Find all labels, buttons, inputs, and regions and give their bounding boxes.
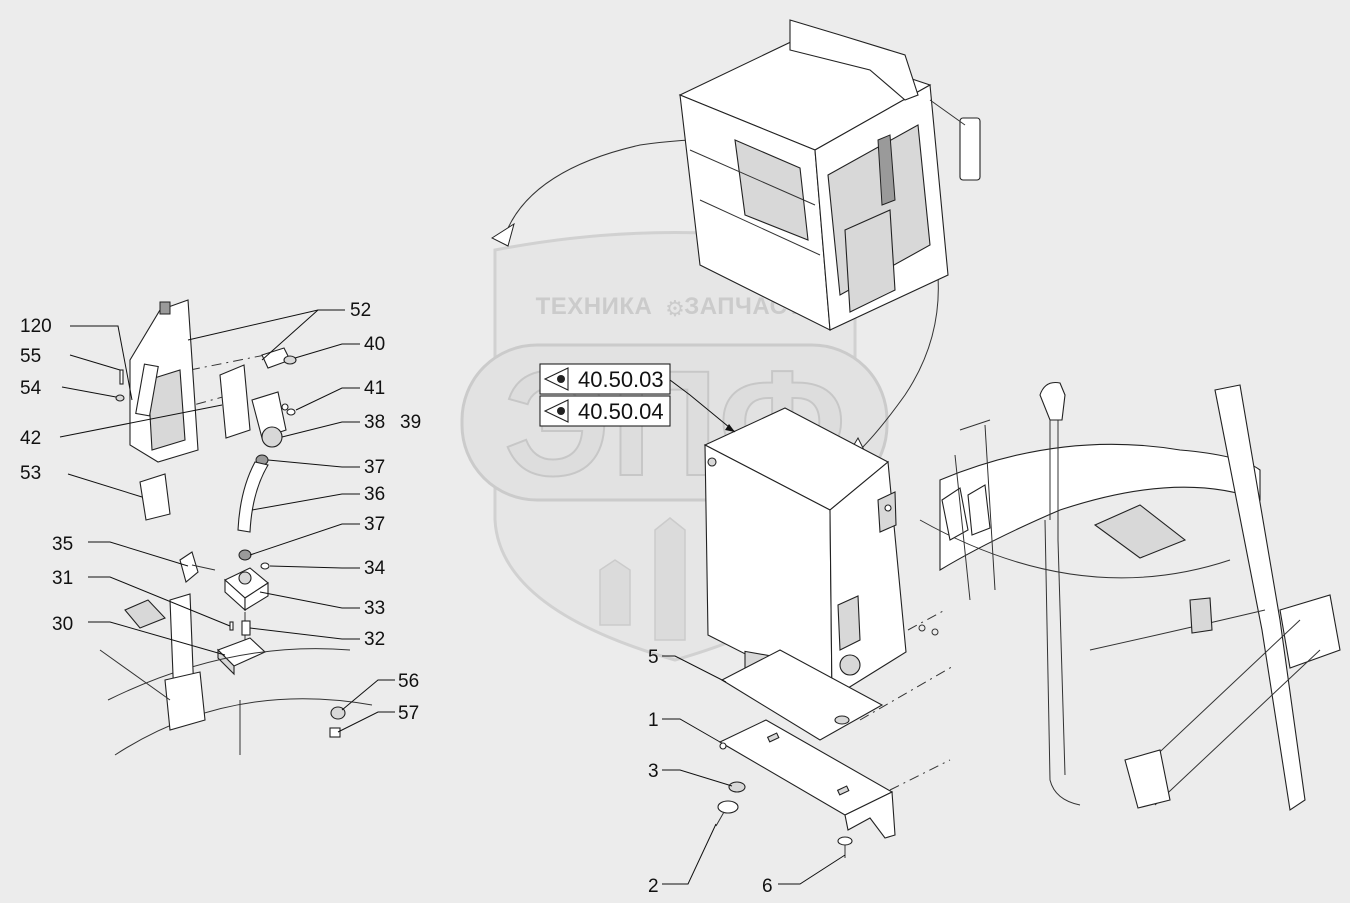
- bolt-6: [837, 836, 853, 858]
- bracket-1: [718, 719, 896, 839]
- callout: 41: [364, 378, 385, 399]
- reference-code: 40.50.04: [578, 399, 664, 424]
- callout: 38: [364, 412, 385, 433]
- callout: 1: [648, 710, 659, 731]
- callout: 2: [648, 876, 659, 897]
- watermark-gear-icon: ⚙: [665, 296, 685, 321]
- callout: 32: [364, 629, 385, 650]
- callout: 3: [648, 761, 659, 782]
- view-eye-pupil-icon: [557, 375, 565, 383]
- callout: 52: [350, 300, 371, 321]
- view-eye-icon: [543, 367, 569, 391]
- washer-3: [728, 781, 746, 793]
- watermark-left-word: ТЕХНИКА: [536, 293, 653, 320]
- view-eye-pupil-icon: [557, 407, 565, 415]
- callout: 37: [364, 457, 385, 478]
- callout: 5: [648, 647, 659, 668]
- mounting-plate-5: [720, 649, 884, 741]
- callout: 54: [20, 378, 42, 399]
- callout: 33: [364, 598, 385, 619]
- bolt-2: [715, 800, 739, 827]
- tractor-cab: [678, 19, 981, 331]
- callout-labels: 120 55 54 42 53 52 40 41 38 39 37 36: [20, 300, 846, 897]
- view-eye-icon: [543, 399, 569, 423]
- callout: 56: [398, 671, 419, 692]
- reference-box-2: 40.50.04: [539, 395, 671, 427]
- reference-box-1: 40.50.03: [539, 363, 671, 395]
- left-mirror-assembly: [99, 299, 373, 756]
- electrical-box: [703, 407, 907, 700]
- callout: 31: [52, 568, 73, 589]
- callout: 55: [20, 346, 41, 367]
- callout: 39: [400, 412, 421, 433]
- callout: 37: [364, 514, 385, 535]
- callout: 36: [364, 484, 385, 505]
- callout: 120: [20, 316, 52, 337]
- callout: 42: [20, 428, 41, 449]
- reference-code: 40.50.03: [578, 367, 664, 392]
- callout: 40: [364, 334, 385, 355]
- cab-interior-frame: [918, 381, 1341, 811]
- callout: 35: [52, 534, 73, 555]
- callout: 34: [364, 558, 386, 579]
- callout: 30: [52, 614, 73, 635]
- callout: 57: [398, 703, 419, 724]
- callout: 53: [20, 463, 41, 484]
- callout: 6: [762, 876, 773, 897]
